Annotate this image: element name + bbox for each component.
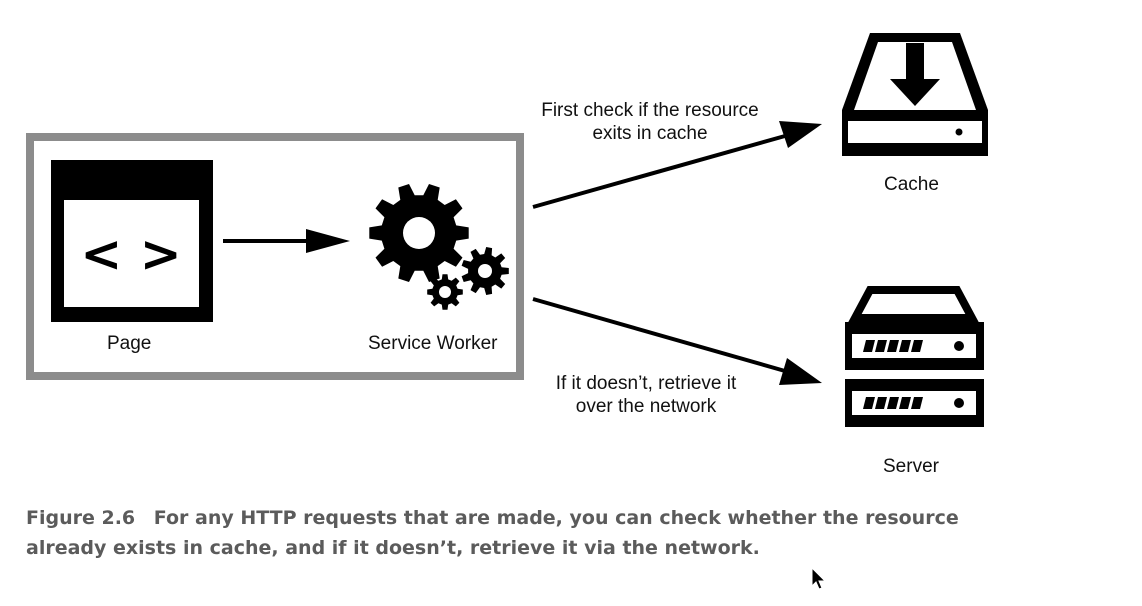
arrow-to-server bbox=[532, 297, 822, 385]
figure-caption-text: For any HTTP requests that are made, you… bbox=[26, 507, 959, 559]
network-arrow-label-line1: If it doesn’t, retrieve it bbox=[555, 373, 737, 394]
code-glyph: < > bbox=[80, 225, 181, 283]
cache-arrow-label-line1: First check if the resource bbox=[541, 100, 759, 121]
browser-box bbox=[26, 133, 524, 380]
service-worker-label: Service Worker bbox=[368, 333, 498, 354]
arrow-page-to-worker bbox=[223, 229, 350, 253]
figure-caption: Figure 2.6 For any HTTP requests that ar… bbox=[26, 503, 1026, 563]
gear-large-hole bbox=[403, 217, 435, 249]
network-arrow-label: If it doesn’t, retrieve it over the netw… bbox=[526, 372, 766, 418]
cache-arrow-label-line2: exits in cache bbox=[592, 123, 708, 144]
arrow-to-cache bbox=[532, 121, 822, 209]
cache-arrow-label: First check if the resource exits in cac… bbox=[520, 99, 780, 145]
server-vents-top bbox=[863, 340, 923, 352]
mouse-cursor-icon bbox=[811, 566, 827, 590]
figure-number: Figure 2.6 bbox=[26, 507, 136, 529]
browser-window-icon: < > bbox=[51, 160, 213, 322]
cache-label: Cache bbox=[884, 174, 939, 195]
gear-small-hole bbox=[439, 286, 451, 298]
page-label: Page bbox=[107, 333, 152, 354]
cache-drive-icon bbox=[842, 33, 988, 156]
server-icon bbox=[845, 286, 984, 427]
gears-icon bbox=[369, 184, 509, 310]
server-vents-bottom bbox=[863, 397, 923, 409]
server-label: Server bbox=[883, 456, 939, 477]
gear-medium-hole bbox=[478, 264, 492, 278]
network-arrow-label-line2: over the network bbox=[575, 396, 717, 417]
